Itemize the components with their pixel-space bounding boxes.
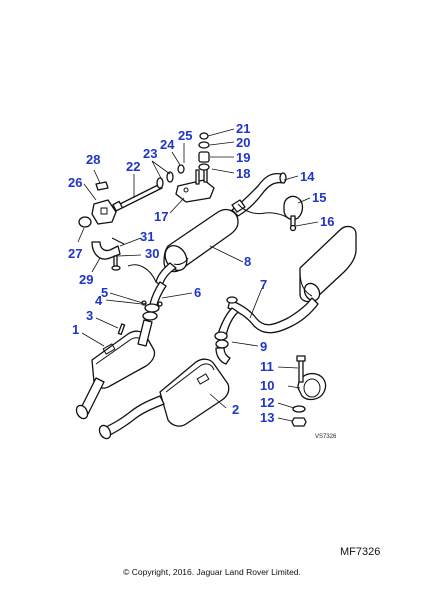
callout-6: 6	[194, 285, 201, 300]
figure-code: MF7326	[340, 546, 381, 558]
part-long-bolt	[119, 183, 163, 209]
diagram-reference: VS7326	[315, 434, 337, 440]
callout-17: 17	[154, 209, 168, 224]
callout-26: 26	[68, 175, 82, 190]
callout-15: 15	[312, 190, 326, 205]
callout-18: 18	[236, 166, 250, 181]
part-clamp-upper	[283, 195, 304, 221]
part-top-nut	[199, 132, 209, 140]
callout-27: 27	[68, 246, 82, 261]
part-downpipe-left	[149, 281, 167, 309]
part-mount-block	[91, 199, 117, 225]
parts-artwork	[75, 132, 357, 440]
part-nut	[291, 417, 307, 427]
callout-23: 23	[143, 146, 157, 161]
callout-30: 30	[145, 246, 159, 261]
part-front-silencer-2	[159, 358, 230, 427]
callout-13: 13	[260, 410, 274, 425]
callout-19: 19	[236, 150, 250, 165]
callout-8: 8	[244, 254, 251, 269]
callout-22: 22	[126, 159, 140, 174]
callout-24: 24	[160, 137, 175, 152]
callout-16: 16	[320, 214, 334, 229]
callout-2: 2	[232, 402, 239, 417]
part-bolt	[298, 359, 304, 383]
part-u-bracket	[91, 241, 121, 260]
callout-5: 5	[101, 285, 108, 300]
callout-21: 21	[236, 121, 250, 136]
callout-11: 11	[260, 359, 274, 374]
part-washer	[292, 405, 306, 413]
callout-1: 1	[72, 322, 79, 337]
callout-3: 3	[86, 308, 93, 323]
callout-20: 20	[236, 135, 250, 150]
callout-9: 9	[260, 339, 267, 354]
callout-12: 12	[260, 395, 274, 410]
callout-31: 31	[140, 229, 154, 244]
callout-7: 7	[260, 277, 267, 292]
callout-numbers: 1 2 3 4 5 6 7 8 9 10 11 12 13 14 15 16 1…	[68, 121, 334, 425]
part-intermediate-pipe-right	[227, 297, 319, 334]
callout-14: 14	[300, 169, 315, 184]
part-mounting-bracket	[175, 179, 215, 203]
callout-29: 29	[79, 272, 93, 287]
callout-25: 25	[178, 128, 192, 143]
part-bush	[198, 151, 210, 163]
copyright-notice: © Copyright, 2016. Jaguar Land Rover Lim…	[123, 567, 301, 577]
callout-28: 28	[86, 152, 100, 167]
part-small-bolt	[117, 323, 126, 336]
part-tail-silencer-right	[299, 225, 357, 303]
callout-10: 10	[260, 378, 274, 393]
part-spacer	[78, 216, 92, 228]
leader-lines	[77, 128, 319, 422]
callout-4: 4	[95, 293, 103, 308]
part-clip	[95, 181, 109, 191]
part-downpipe-right	[217, 307, 239, 337]
